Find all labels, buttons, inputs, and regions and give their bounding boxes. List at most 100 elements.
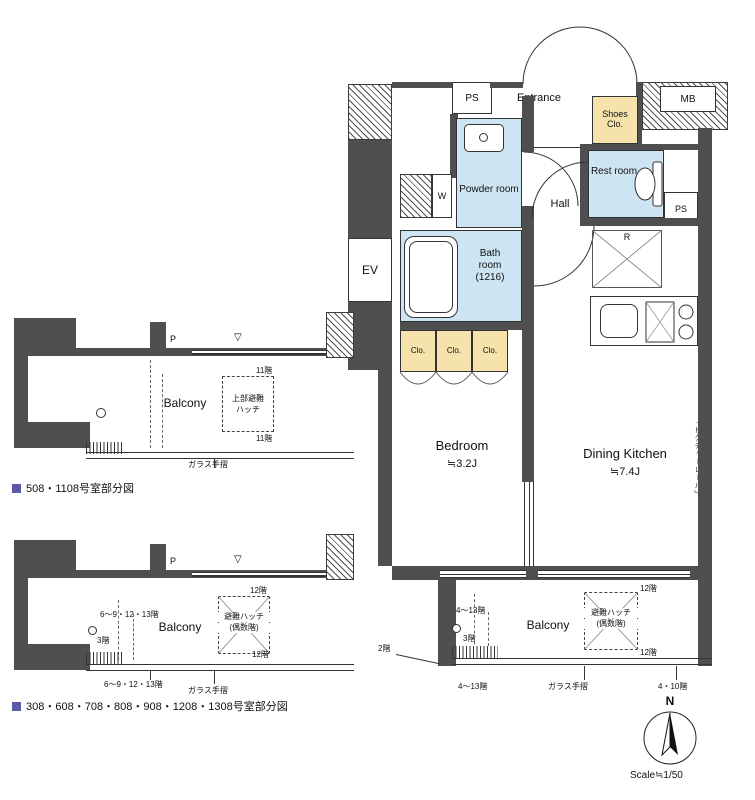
escape-hatch-box — [222, 376, 274, 432]
wall — [28, 348, 354, 356]
leader-line — [676, 666, 677, 680]
wall — [438, 580, 456, 666]
escape-hatch-label-1: 避難ハッチ — [218, 612, 270, 622]
wall — [522, 96, 534, 152]
window — [192, 572, 326, 577]
scale-label: Scale≒1/50 — [630, 770, 683, 781]
floor-note: 3階 — [463, 634, 476, 643]
kitchen-sink-icon — [600, 304, 638, 338]
bedroom-window — [440, 570, 526, 578]
caption: 308・608・708・808・908・1208・1308号室部分図 — [12, 698, 288, 714]
circle-marker — [452, 624, 461, 633]
compass-north-label: N — [665, 694, 675, 708]
dashed-guide — [474, 594, 475, 644]
fridge-space — [592, 230, 662, 288]
entrance-step-line — [534, 147, 580, 148]
bedroom-label: Bedroom — [435, 438, 489, 453]
balcony-label: Balcony — [163, 396, 207, 410]
compass-icon — [643, 711, 697, 765]
railing-hatch — [86, 652, 124, 664]
dashed-guide — [162, 374, 163, 448]
balcony-label: Balcony — [158, 620, 202, 634]
floor-note: 12階 — [640, 648, 657, 657]
glass-railing — [86, 664, 354, 671]
caption: 508・1108号室部分図 — [12, 480, 134, 496]
wall — [150, 544, 166, 574]
floor-note: 4〜13階 — [458, 682, 488, 691]
leader-line — [584, 666, 585, 680]
pillar-label: P — [170, 334, 177, 344]
hall-label: Hall — [550, 198, 570, 210]
glass-railing — [452, 658, 712, 665]
caption-text: 508・1108号室部分図 — [26, 483, 135, 495]
sliding-door — [524, 482, 534, 566]
closet: Clo. — [472, 330, 508, 372]
washer-space-hatch — [400, 174, 432, 218]
floor-note: 12階 — [252, 650, 269, 659]
floor-note: 2階 — [378, 644, 391, 653]
wall — [588, 218, 698, 226]
wall — [522, 206, 534, 482]
closet-door-arcs — [399, 371, 509, 385]
wall — [636, 82, 642, 144]
wall — [400, 322, 522, 330]
faucet-icon — [479, 133, 488, 142]
dashed-guide — [133, 614, 134, 660]
escape-hatch-label-2: (偶数階) — [584, 619, 638, 629]
glass-rail-label: ガラス手摺 — [188, 686, 228, 695]
rest-room-label: Rest room — [590, 166, 638, 177]
wall — [490, 82, 523, 88]
balcony-window — [538, 570, 690, 578]
washer-label: W — [437, 191, 447, 201]
escape-hatch-label-1: 避難ハッチ — [584, 608, 638, 618]
pipe-space-top: PS — [452, 82, 492, 114]
wall — [150, 322, 166, 352]
caption-marker — [12, 701, 21, 711]
pipe-space-right-label: PS — [674, 204, 687, 214]
dashed-guide — [488, 612, 489, 646]
dining-kitchen-label: Dining Kitchen — [583, 446, 667, 461]
wall — [698, 128, 712, 666]
dining-kitchen-size: ≒7.4J — [609, 466, 641, 478]
x-mark — [592, 230, 662, 288]
balcony-label: Balcony — [526, 618, 570, 632]
caption-marker — [12, 483, 21, 493]
floor-note: 11階 — [256, 366, 273, 375]
dashed-guide — [118, 600, 119, 660]
powder-room-label: Powder room — [459, 184, 519, 195]
triangle-marker: ▽ — [234, 332, 242, 343]
railing-hatch — [86, 442, 124, 454]
escape-hatch-label-2: ハッチ — [236, 405, 260, 414]
wall — [348, 302, 392, 370]
leader-line — [150, 671, 151, 680]
floor-note: 12階 — [640, 584, 657, 593]
closet: Clo. — [400, 330, 436, 372]
wall — [580, 144, 588, 226]
stove-icon — [645, 301, 694, 343]
hatch-wall — [348, 84, 392, 140]
wall — [28, 570, 354, 578]
floor-note: 3階 — [97, 636, 110, 645]
glass-railing — [86, 452, 354, 459]
washer-space: W — [432, 174, 452, 218]
bathtub-icon — [404, 236, 458, 318]
shoes-closet: Shoes Clo. — [592, 96, 638, 144]
fridge-label: R — [623, 232, 631, 242]
railing-hatch — [452, 646, 498, 658]
pipe-space-top-label: PS — [465, 92, 479, 104]
floor-note: 11階 — [256, 434, 273, 443]
floor-note: 6〜9・12・13階 — [100, 610, 159, 619]
wall — [392, 82, 454, 88]
caption-text: 308・608・708・808・908・1208・1308号室部分図 — [26, 701, 288, 713]
meter-box-label: MB — [680, 93, 696, 105]
toilet-icon — [634, 161, 663, 207]
wall — [450, 114, 458, 178]
wall — [14, 354, 28, 428]
circle-marker — [96, 408, 106, 418]
picture-rail-label: 「ピクチャーレール」 — [692, 418, 702, 518]
wall — [588, 144, 698, 150]
elevator-shaft: EV — [348, 238, 392, 302]
leader-line — [214, 459, 215, 468]
hall-door-arc — [533, 225, 595, 287]
